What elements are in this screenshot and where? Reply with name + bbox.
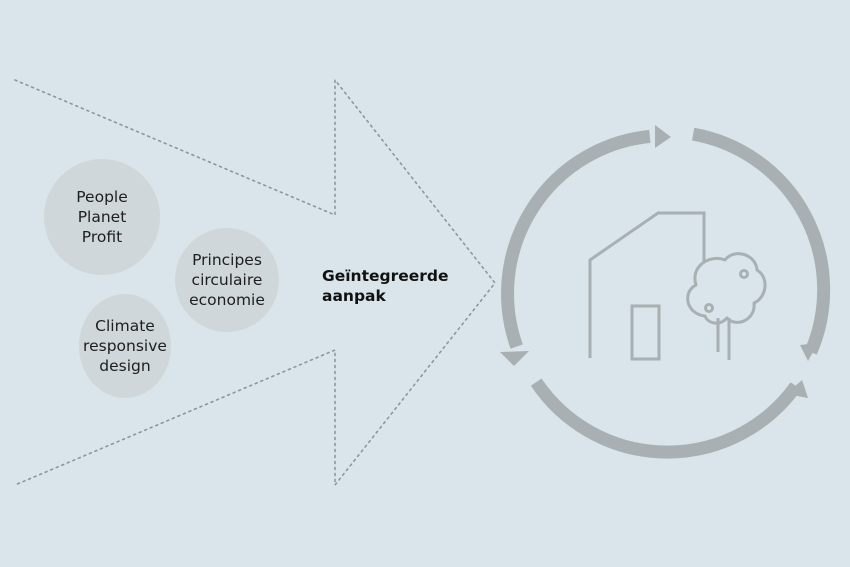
bubble-circular-economy: Principes circulaire economie [175, 228, 279, 332]
bubble-label: Climate responsive design [83, 317, 167, 375]
cycle-arrowhead-top [655, 125, 671, 148]
bubble-climate-responsive-design: Climate responsive design [79, 294, 171, 398]
bubble-label: People Planet Profit [76, 188, 128, 246]
cycle-arc-left [501, 129, 651, 349]
cycle-arrowhead-right [800, 343, 818, 361]
bubble-label: Principes circulaire economie [189, 251, 265, 309]
cycle-arc-bottom [530, 378, 802, 459]
house-icon [588, 211, 706, 361]
tree-icon [686, 252, 767, 360]
cycle-arrowhead-left [500, 351, 529, 366]
cycle-arrowhead-bottom [786, 380, 808, 398]
integrated-approach-label: Geïntegreerde aanpak [322, 267, 449, 305]
bubble-people-planet-profit: People Planet Profit [44, 159, 160, 275]
cycle-arc-right [692, 127, 831, 355]
